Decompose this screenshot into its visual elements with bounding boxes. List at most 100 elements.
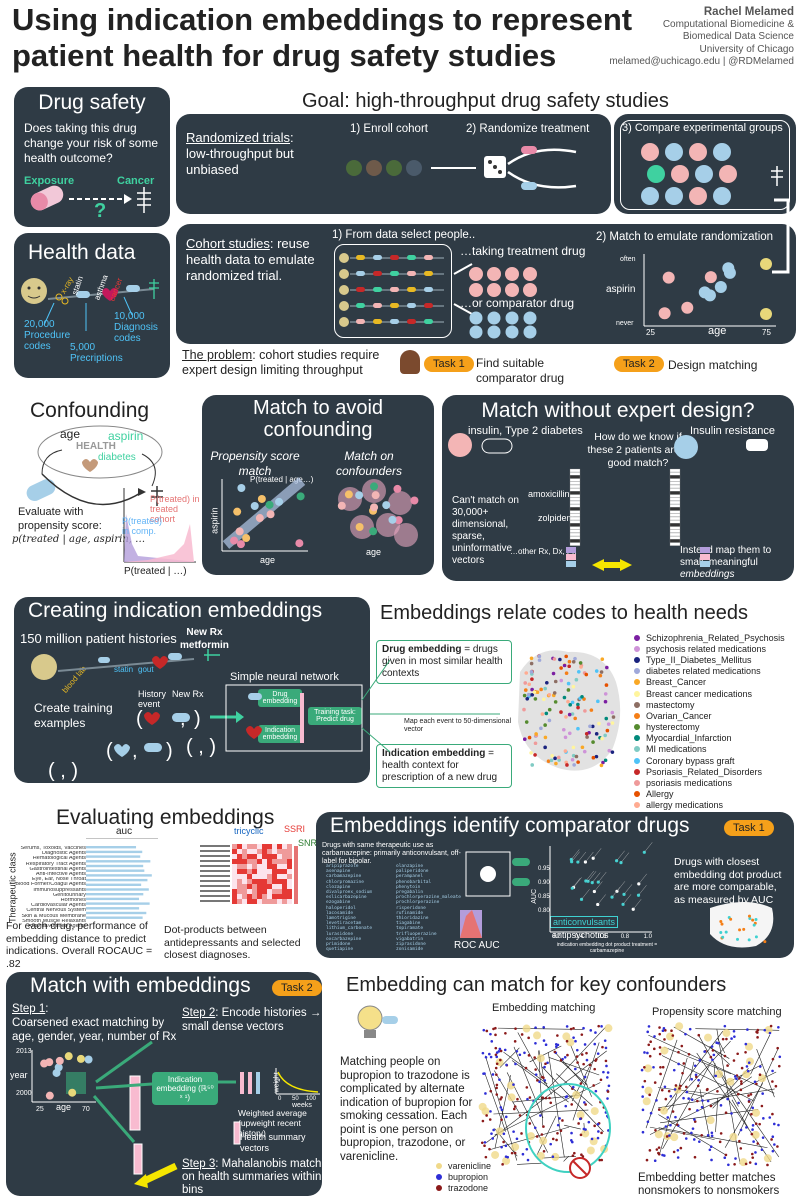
ps-match-title: Propensity score matching: [652, 1006, 782, 1018]
task1-desc: Find suitable comparator drug: [476, 356, 565, 385]
legend-swatch: [634, 791, 640, 798]
legend-label: Psoriasis_Related_Disorders: [646, 766, 763, 777]
y-tick: 0.80: [538, 908, 550, 914]
conf-formula: p(treated | age, aspirin, …: [12, 534, 146, 545]
legend-item: Schizophrenia_Related_Psychosis: [634, 632, 785, 643]
legend-label: Breast_Cancer: [646, 677, 707, 688]
anticonvulsants-label: anticonvulsants: [550, 916, 619, 928]
legend-item: Type_II_Diabetes_Mellitus: [634, 654, 785, 665]
legend-label: allergy medications: [646, 800, 724, 811]
ps-label: P(treated | age…): [250, 475, 314, 484]
match-emb-title: Match with embeddings: [30, 974, 251, 997]
conf-diabetes: diabetes: [98, 452, 136, 463]
y-often: often: [620, 256, 636, 263]
health-data-title: Health data: [28, 241, 136, 264]
y-aspirin: aspirin: [606, 284, 636, 295]
rct-faces: [346, 146, 577, 190]
legend-label: trazodone: [448, 1182, 489, 1193]
drug-name: chlorpromazine: [326, 879, 364, 885]
legend-item: psoriasis medications: [634, 777, 785, 788]
drug-name: thioridazine: [396, 916, 429, 922]
new-rx-2: New Rx: [172, 689, 204, 699]
cohort-label: Cohort studies: [186, 236, 270, 251]
class-label: Hematological Agents: [32, 856, 86, 862]
ssri-label: SSRI: [284, 824, 306, 834]
drug-name: lurasidone: [326, 931, 354, 937]
key-conf-title: Embedding can match for key confounders: [346, 974, 727, 996]
drug-name: prochlorperazine: [396, 900, 440, 906]
conf-health: HEALTH: [76, 441, 116, 452]
drug-name: risperidone: [396, 905, 426, 911]
p-xaxis: P(treated | …): [124, 566, 187, 577]
legend-item: Ovarian_Cancer: [634, 710, 785, 721]
roc-label: ROC AUC: [454, 940, 500, 951]
legend-swatch: [436, 1173, 442, 1180]
task2-badge: Task 2: [614, 356, 664, 372]
exposure-label: Exposure: [24, 175, 75, 187]
cant-match: Can't match on 30,000+ dimensional, spar…: [452, 495, 519, 566]
x-tick: 0.4: [574, 934, 584, 940]
cancer-label: Cancer: [117, 175, 155, 187]
drug-name: phenobarbital: [396, 879, 432, 885]
ind-emb-def-b: Indication embedding: [382, 748, 486, 759]
legend-swatch: [634, 645, 640, 652]
step3-desc: Mahalanobis match on health summaries wi…: [182, 1158, 322, 1196]
pill-icon: [30, 185, 64, 211]
drug-name: zonisamide: [396, 947, 424, 953]
x-tick: 0.8: [620, 934, 630, 940]
cohort-desc: reuse health data to emulate randomized …: [186, 236, 315, 283]
legend-label: Type_II_Diabetes_Mellitus: [646, 654, 752, 665]
svg-text:,: ,: [132, 740, 138, 762]
auc-label: auc: [116, 826, 133, 837]
heat-caption: Dot-products between antidepressants and…: [164, 924, 301, 961]
creating-panel: Creating indication embeddings 150 milli…: [14, 597, 370, 783]
conf-evaluate: Evaluate with propensity score:: [18, 506, 102, 532]
instead-text: Instead map them to small, meaningful em…: [680, 545, 790, 581]
drug-name: ziprasidone: [396, 942, 426, 948]
metformin: metformin: [180, 639, 229, 651]
cohort-panel: Cohort studies: reuse health data to emu…: [176, 224, 796, 344]
match-wo-title: Match without expert design?: [481, 399, 755, 422]
drug-safety-panel: Drug safety Does taking this drug change…: [14, 87, 170, 227]
amox-label: amoxicillin: [528, 489, 570, 499]
drug-name: perampanel: [396, 874, 424, 880]
identify-task-badge: Task 1: [724, 820, 774, 836]
legend-swatch: [634, 668, 640, 675]
scissors-icon: [55, 293, 69, 305]
match-wo-graphic: [448, 433, 768, 571]
legend-item: MI medications: [634, 744, 785, 755]
y-tick: 0.90: [538, 880, 550, 886]
legend-item: Psoriasis_Related_Disorders: [634, 766, 785, 777]
y-tick: 0.95: [538, 866, 550, 872]
step2-label: Step 2: [182, 1007, 216, 1019]
creating-connectors: [361, 659, 500, 753]
health-data-panel: Health data x-ray statin asthma cancer 2…: [14, 233, 170, 378]
cancer-icon: [149, 279, 159, 299]
legend-label: Schizophrenia_Related_Psychosis: [646, 632, 785, 643]
conf-match-title: Match on confounders: [335, 449, 403, 478]
drug-name: lithium_carbonate: [326, 926, 373, 932]
cohort-text: Cohort studies: reuse health data to emu…: [186, 236, 315, 283]
evaluating-title: Evaluating embeddings: [56, 806, 275, 829]
drug-name: topiramate: [396, 926, 424, 932]
match-emb-graphic: [31, 1040, 320, 1188]
svg-text:( , ): ( , ): [48, 760, 78, 782]
legend-item: mastectomy: [634, 699, 785, 710]
weeks-label: weeks: [292, 1102, 312, 1109]
title-line-2: patient health for drug safety studies: [12, 38, 557, 73]
drug-name: divalproex_sodium: [326, 890, 373, 896]
legend-swatch: [634, 712, 640, 719]
legend-item: hysterectomy: [634, 722, 785, 733]
ind-emb-def: Indication embedding = health context fo…: [376, 744, 512, 788]
legend-item: allergy medications: [634, 800, 785, 811]
age-label: age: [56, 1102, 72, 1112]
step-randomize: 2) Randomize treatment: [466, 123, 590, 135]
pill-icon: [26, 479, 56, 501]
patient-histories: 150 million patient histories: [20, 631, 177, 646]
match-step: 2) Match to emulate randomization: [596, 231, 774, 243]
cancer-icon: [771, 166, 783, 186]
